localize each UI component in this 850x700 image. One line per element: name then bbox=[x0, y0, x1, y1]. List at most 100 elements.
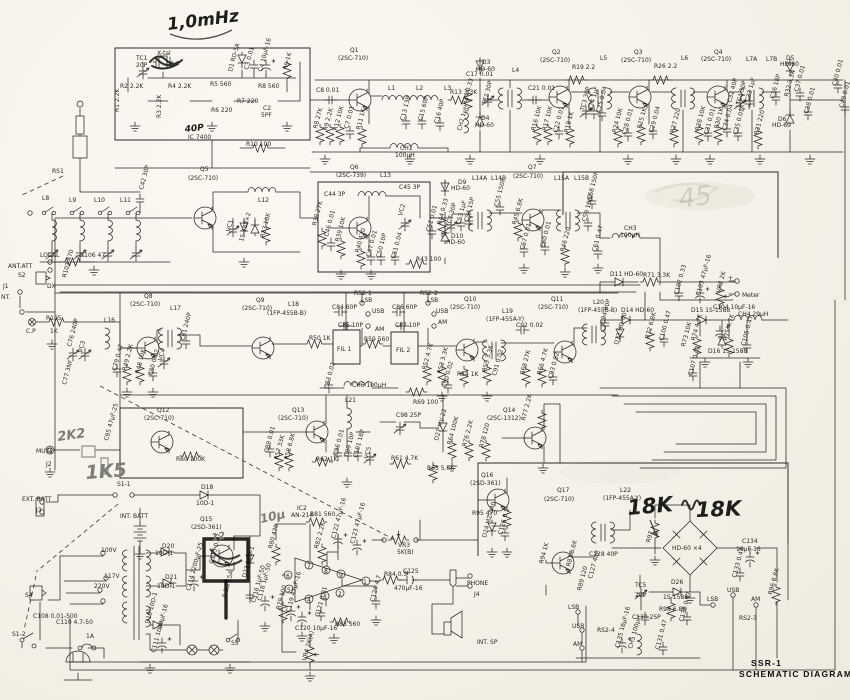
component-label: R61 4.7K bbox=[391, 455, 419, 462]
component-label: 18K bbox=[626, 492, 675, 520]
component-label: L15A bbox=[554, 175, 570, 182]
component-label: Q8 bbox=[144, 293, 153, 300]
component-label: L6 bbox=[681, 55, 688, 62]
component-label: HD-60 bbox=[476, 66, 495, 73]
component-label: D10 bbox=[451, 233, 463, 240]
component-label: L19 bbox=[502, 308, 513, 315]
component-label: TC2 30P bbox=[481, 80, 494, 107]
component-label: NT. bbox=[1, 294, 10, 301]
component-label: R64 100K bbox=[446, 415, 461, 446]
component-label: (2SC-710) bbox=[544, 496, 574, 503]
component-label: R95 470 bbox=[472, 510, 497, 517]
antenna-icon bbox=[73, 101, 87, 158]
component-label: (2SD-361) bbox=[470, 480, 501, 487]
component-label: AM bbox=[751, 596, 760, 603]
component-label: R6 220 bbox=[211, 107, 233, 114]
component-label: (2SC-710) bbox=[538, 304, 568, 311]
component-label: L14B bbox=[491, 175, 506, 182]
symbol-t2 bbox=[129, 492, 135, 498]
symbol-t2 bbox=[710, 602, 716, 608]
component-label: R60 100K bbox=[176, 456, 206, 463]
component-label: 2K2 bbox=[56, 426, 86, 445]
symbol-co bbox=[357, 191, 387, 197]
component-label: C125 bbox=[403, 568, 419, 575]
component-label: Q15 bbox=[200, 516, 213, 523]
component-label: (2SC-710) bbox=[278, 415, 308, 422]
symbol-lp bbox=[208, 644, 220, 656]
symbol-g bbox=[501, 547, 513, 558]
symbol-g bbox=[537, 463, 549, 474]
component-label: D21 bbox=[165, 574, 177, 581]
component-label: C59 150P bbox=[581, 193, 595, 223]
component-label: L12 bbox=[258, 197, 269, 204]
symbol-g bbox=[88, 265, 100, 276]
component-label: TC5 bbox=[634, 582, 647, 589]
symbol-g bbox=[436, 391, 448, 402]
component-label: (2SC-710) bbox=[338, 55, 368, 62]
component-label: S1-2 bbox=[12, 631, 26, 638]
component-label: C45 3P bbox=[399, 184, 421, 191]
component-label: C87 10P bbox=[395, 322, 420, 329]
component-label: R84 0.5 bbox=[384, 571, 407, 578]
component-label: R71 3.3K bbox=[643, 272, 671, 279]
component-label: R39 10K bbox=[334, 215, 348, 242]
component-label: L20 bbox=[593, 299, 604, 306]
component-label: D19 10D-1 bbox=[144, 591, 159, 624]
component-label: L13 bbox=[380, 172, 391, 179]
symbol-sw bbox=[69, 206, 85, 216]
component-label: FIL 1 bbox=[337, 346, 351, 353]
component-label: 220V bbox=[94, 583, 110, 590]
component-label: R97 bbox=[645, 530, 655, 543]
component-label: INT. BATT bbox=[120, 513, 148, 520]
ac-plug-icon bbox=[64, 651, 92, 680]
component-label: R48 10K bbox=[134, 347, 148, 374]
component-label: C108 0.01-500 bbox=[33, 613, 78, 620]
component-label: 1S-1588 bbox=[663, 594, 688, 601]
component-label: ANT.ATT bbox=[8, 263, 33, 270]
mute-jack bbox=[46, 446, 54, 454]
component-label: (2SC-1312) bbox=[487, 415, 521, 422]
component-label: R83 560 bbox=[335, 621, 360, 628]
component-label: (2SC-710) bbox=[188, 175, 218, 182]
component-label: C51 0.04 bbox=[390, 231, 404, 259]
component-label: USB bbox=[436, 308, 448, 315]
component-label: RS2-1 bbox=[354, 290, 372, 297]
component-label: L21 bbox=[345, 397, 356, 404]
component-label: R43 100 bbox=[416, 256, 441, 263]
component-label: C86 60P bbox=[392, 304, 417, 311]
component-label: (2SC-739) bbox=[336, 172, 366, 179]
component-label: HD-60 ×4 bbox=[672, 545, 702, 552]
component-label: R1 2.2K bbox=[114, 88, 121, 112]
component-label: D24 MZ-040 bbox=[481, 501, 497, 539]
symbol-t2 bbox=[365, 323, 371, 329]
symbol-g bbox=[328, 633, 340, 644]
component-label: R77 2.2K bbox=[520, 392, 534, 421]
component-label: S1-1 bbox=[117, 481, 131, 488]
component-label: R4 2.2K bbox=[168, 83, 192, 90]
component-label: (2SC-710) bbox=[701, 56, 731, 63]
component-label: L15B bbox=[574, 175, 589, 182]
component-label: C13 13P bbox=[399, 95, 412, 121]
component-label: D20 bbox=[162, 543, 174, 550]
symbol-cv bbox=[135, 193, 145, 208]
transistor-q4 bbox=[706, 85, 730, 109]
component-label: S4 bbox=[25, 592, 33, 599]
component-label: 5PF bbox=[261, 112, 272, 119]
component-label: R13 3.3K bbox=[450, 89, 478, 96]
transistor-q9 bbox=[251, 336, 275, 360]
symbol-g bbox=[129, 121, 141, 132]
component-label: Q11 bbox=[551, 296, 564, 303]
component-label: Q10 bbox=[464, 296, 477, 303]
symbol-g bbox=[699, 357, 711, 368]
component-label: 10D-1 bbox=[196, 500, 214, 507]
component-label: R45 6.8K bbox=[511, 196, 525, 225]
component-label: (2SC-710) bbox=[450, 304, 480, 311]
symbol-g bbox=[46, 339, 58, 350]
symbol-t2 bbox=[431, 323, 437, 329]
component-label: R106 47 bbox=[80, 252, 105, 259]
symbol-t2 bbox=[734, 278, 740, 284]
component-label: R25 1K bbox=[636, 106, 649, 130]
component-label: RS2-3 bbox=[739, 615, 757, 622]
component-label: 2 bbox=[338, 591, 342, 598]
